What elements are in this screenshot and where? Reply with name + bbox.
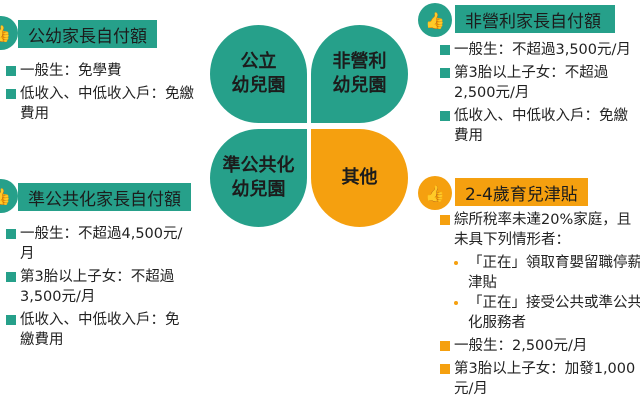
public-fee-title: 公幼家長自付額: [18, 20, 157, 48]
list-item: 低收入、中低收入戶：免繳費用: [6, 310, 191, 350]
allowance-list: 綜所稅率未達20%家庭，且未具下列情形者： 「正在」領取育嬰留職停薪津貼 「正在…: [440, 210, 640, 402]
quasi-fee-title: 準公共化家長自付額: [18, 183, 191, 211]
list-item: 一般生：不超過4,500元/月: [6, 224, 191, 264]
thumbs-up-icon: 👍: [0, 16, 18, 50]
list-item: 一般生：免學費: [6, 61, 196, 81]
thumbs-up-icon: 👍: [0, 179, 18, 213]
list-item: 第3胎以上子女：加發1,000元/月: [440, 359, 640, 399]
nonprofit-fee-list: 一般生：不超過3,500元/月 第3胎以上子女：不超過2,500元/月 低收入、…: [440, 40, 635, 149]
quasi-fee-list: 一般生：不超過4,500元/月 第3胎以上子女：不超過3,500元/月 低收入、…: [6, 224, 191, 353]
petal-nonprofit: 非營利 幼兒園: [311, 25, 408, 123]
thumbs-up-icon: 👍: [418, 3, 452, 37]
list-subitem: 「正在」領取育嬰留職停薪津貼: [440, 253, 640, 293]
list-subitem: 「正在」接受公共或準公共化服務者: [440, 293, 640, 333]
petal-other: 其他: [311, 129, 408, 227]
petal-public: 公立 幼兒園: [210, 25, 307, 123]
list-item: 第3胎以上子女：不超過2,500元/月: [440, 63, 635, 103]
allowance-title: 2-4歲育兒津貼: [455, 178, 588, 206]
list-item: 低收入、中低收入戶：免繳費用: [440, 106, 635, 146]
list-item: 第3胎以上子女：不超過3,500元/月: [6, 267, 191, 307]
list-item: 一般生：2,500元/月: [440, 336, 640, 356]
petal-quasi-public: 準公共化 幼兒園: [210, 129, 307, 227]
nonprofit-fee-title: 非營利家長自付額: [455, 5, 615, 33]
list-item: 綜所稅率未達20%家庭，且未具下列情形者：: [440, 210, 640, 250]
list-item: 低收入、中低收入戶：免繳費用: [6, 84, 196, 124]
public-fee-list: 一般生：免學費 低收入、中低收入戶：免繳費用: [6, 61, 196, 127]
thumbs-up-icon: 👍: [418, 176, 452, 210]
list-item: 一般生：不超過3,500元/月: [440, 40, 635, 60]
